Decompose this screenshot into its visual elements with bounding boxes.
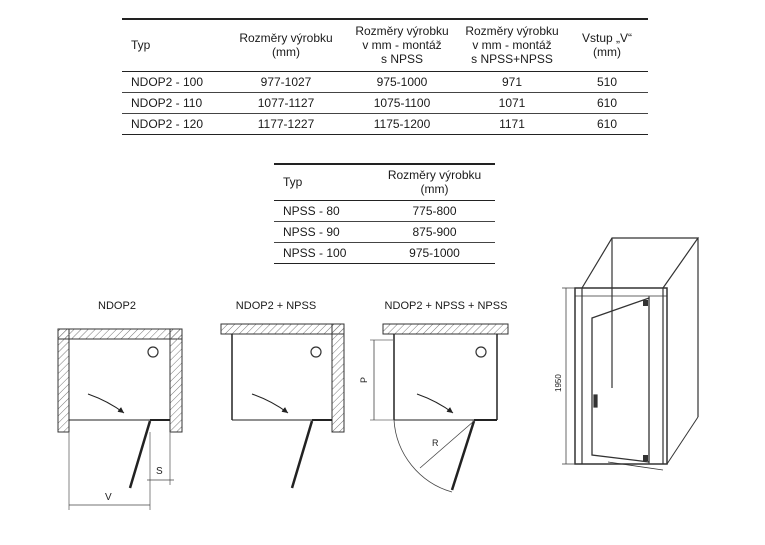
radius-line xyxy=(419,420,475,469)
cell-npss: 975-1000 xyxy=(376,74,428,89)
table-row: NDOP2 - 110 1077-1127 1075-1100 1071 610 xyxy=(122,92,648,113)
table-row: NPSS - 80 775-800 xyxy=(274,200,495,221)
pivot-door xyxy=(591,297,650,463)
dimension-r-label: R xyxy=(432,438,439,448)
cell-rozmery: 1177-1227 xyxy=(257,116,315,131)
cell-rozmery: 977-1027 xyxy=(260,74,312,89)
hinge-icon xyxy=(643,300,648,306)
table-header-row: Typ Rozměry výrobku (mm) Rozměry výrobku… xyxy=(122,19,648,72)
opening-direction-arrow xyxy=(416,393,454,414)
diagram-ndop2-npss-npss xyxy=(370,323,509,493)
door-panel xyxy=(290,420,314,489)
dimension-p-label: P xyxy=(359,377,369,383)
cell-typ: NPSS - 80 xyxy=(283,203,340,218)
cell-npss-npss: 1171 xyxy=(499,116,525,131)
dimension-s-label: S xyxy=(156,466,163,477)
opening-direction-arrow xyxy=(87,393,125,414)
header-rozmery: Rozměry výrobku (mm) xyxy=(226,19,346,72)
header-typ: Typ xyxy=(274,164,374,201)
diagram-title-ndop2: NDOP2 xyxy=(98,300,136,312)
opening-direction-arrow xyxy=(251,393,289,414)
table-row: NDOP2 - 120 1177-1227 1175-1200 1171 610 xyxy=(122,113,648,134)
door-panel xyxy=(450,420,476,491)
dimensions-table-npss: Typ Rozměry výrobku (mm) NPSS - 80 775-8… xyxy=(274,163,495,264)
wall-top xyxy=(57,328,183,340)
cell-npss: 1175-1200 xyxy=(373,116,431,131)
dimension-v-label: V xyxy=(105,492,112,503)
cell-typ: NPSS - 90 xyxy=(283,224,340,239)
diagram-ndop2-npss xyxy=(220,323,345,489)
cell-npss: 1075-1100 xyxy=(373,95,431,110)
cell-rozmery: 975-1000 xyxy=(409,245,460,260)
cell-typ: NPSS - 100 xyxy=(283,245,347,260)
cell-rozmery: 1077-1127 xyxy=(257,95,315,110)
hinge-icon xyxy=(643,455,648,461)
header-vstup: Vstup „V“ (mm) xyxy=(566,19,648,72)
swing-arc xyxy=(393,419,453,493)
cell-rozmery: 875-900 xyxy=(412,224,457,239)
drain-icon xyxy=(147,346,159,358)
drain-icon xyxy=(475,346,487,358)
cell-vstup: 510 xyxy=(596,74,618,89)
cell-rozmery: 775-800 xyxy=(412,203,457,218)
table-header-row: Typ Rozměry výrobku (mm) xyxy=(274,164,495,201)
cell-vstup: 610 xyxy=(596,116,618,131)
cell-npss-npss: 971 xyxy=(501,74,523,89)
cell-vstup: 610 xyxy=(596,95,618,110)
wall-right xyxy=(169,328,183,433)
door-handle-icon xyxy=(593,394,598,408)
wall-left xyxy=(57,328,70,433)
cell-typ: NDOP2 - 120 xyxy=(131,116,204,131)
drain-icon xyxy=(310,346,322,358)
wall-top xyxy=(220,323,345,335)
dimension-height-label: 1950 xyxy=(554,374,563,392)
diagram-ndop2 xyxy=(57,328,183,510)
isometric-shower-view xyxy=(562,237,700,471)
wall-top xyxy=(382,323,509,335)
table-row: NPSS - 100 975-1000 xyxy=(274,242,495,263)
table-row: NPSS - 90 875-900 xyxy=(274,221,495,242)
dimensions-table-ndop2: Typ Rozměry výrobku (mm) Rozměry výrobku… xyxy=(122,18,648,135)
cell-typ: NDOP2 - 100 xyxy=(131,74,204,89)
door-panel xyxy=(128,420,152,489)
cell-typ: NDOP2 - 110 xyxy=(131,95,203,110)
header-rozmery: Rozměry výrobku (mm) xyxy=(374,164,495,201)
cell-npss-npss: 1071 xyxy=(498,95,526,110)
table-row: NDOP2 - 100 977-1027 975-1000 971 510 xyxy=(122,71,648,92)
header-typ: Typ xyxy=(122,19,226,72)
diagram-title-ndop2-npss: NDOP2 + NPSS xyxy=(235,300,317,312)
diagram-title-ndop2-npss-npss: NDOP2 + NPSS + NPSS xyxy=(384,300,508,312)
wall-right xyxy=(331,323,345,433)
header-rozmery-npss: Rozměry výrobku v mm - montáž s NPSS xyxy=(346,19,458,72)
header-rozmery-npss-npss: Rozměry výrobku v mm - montáž s NPSS+NPS… xyxy=(458,19,566,72)
